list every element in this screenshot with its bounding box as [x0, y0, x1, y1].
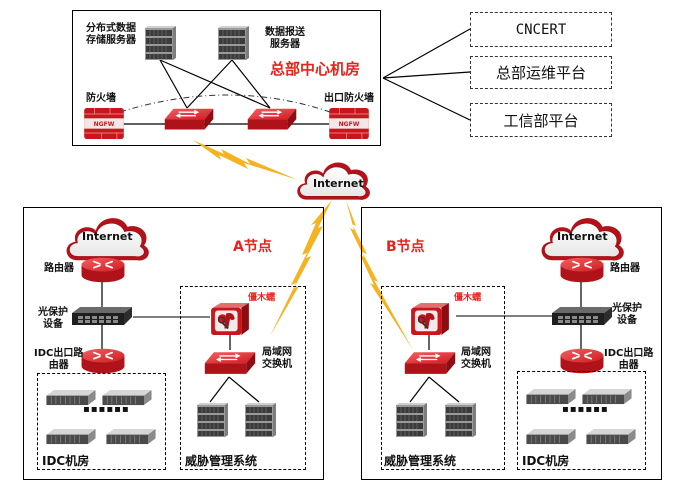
node-a-threat-system-label: 威胁管理系统 [185, 454, 258, 468]
node-a-ellipsis: ▪▪▪▪▪▪ [83, 404, 130, 415]
link-ops-platform [382, 71, 471, 79]
node-b-idc-room [517, 371, 646, 470]
node-b-router-icon [559, 256, 605, 284]
node-b-lan-switch-icon [403, 350, 457, 378]
node-b-ellipsis: ▪▪▪▪▪▪ [562, 404, 609, 415]
node-b-idc-server-icon [524, 428, 578, 445]
node-b-router-label: 路由器 [610, 263, 640, 274]
hq-switch-2-icon [246, 107, 298, 133]
node-a-threat-server-icon [240, 402, 278, 438]
platform-hq-ops[interactable]: 总部运维平台 [470, 56, 612, 89]
node-b-threat-server-icon [440, 402, 478, 438]
link-report-switch1 [186, 59, 233, 109]
node-a-lan-switch-label: 局域网交换机 [262, 347, 292, 370]
node-b-lan-switch-label: 局域网交换机 [461, 347, 491, 370]
node-b-cloud-label: Internet [557, 230, 608, 243]
node-a-router-label: 路由器 [44, 263, 74, 274]
node-b-honeypot-icon [408, 302, 452, 336]
link-a-switch-srv1 [209, 376, 230, 403]
link-firewall-ha [119, 94, 331, 113]
link-storage-switch2 [159, 59, 271, 109]
storage-server-icon [141, 25, 177, 61]
node-a-router-icon [80, 256, 126, 284]
hq-switch-1-icon [163, 107, 215, 133]
node-b-idc-room-label: IDC机房 [522, 454, 570, 468]
node-b-box [361, 207, 662, 480]
node-a-cloud-label: Internet [82, 230, 133, 243]
node-b-threat-system-label: 威胁管理系统 [384, 454, 457, 468]
firewall-icon [84, 108, 124, 139]
platform-miit[interactable]: 工信部平台 [470, 103, 612, 137]
node-b-optical-label: 光保护设备 [612, 303, 642, 326]
node-a-honeypot-icon [208, 302, 252, 336]
link-report-switch2 [231, 59, 271, 109]
node-b-idc-router-label: IDC出口路由器 [604, 348, 654, 371]
link-b-switch-srv2 [428, 376, 460, 403]
node-a-idc-router-icon [80, 347, 126, 375]
node-a-idc-server-icon [44, 428, 98, 445]
internet-label: Internet [313, 177, 364, 190]
node-a-threat-system [180, 286, 306, 470]
hq-title: 总部中心机房 [270, 60, 361, 78]
link-b-switch-srv1 [409, 376, 430, 403]
node-b-honeypot-label: 僵木蠕 [454, 293, 482, 303]
report-server-icon [214, 25, 250, 61]
link-cncert [382, 28, 471, 79]
link-miit-platform [382, 77, 471, 121]
link-storage-switch1 [159, 59, 188, 109]
node-a-idc-room-label: IDC机房 [42, 454, 90, 468]
node-a-idc-room [37, 373, 166, 470]
node-a-box [23, 207, 324, 480]
storage-server-label: 分布式数据存储服务器 [86, 23, 136, 46]
node-a-lan-switch-icon [203, 350, 257, 378]
node-b-idc-server-icon [580, 388, 634, 405]
node-a-idc-router-label: IDC出口路由器 [34, 348, 84, 371]
node-a-honeypot-label: 僵木蠕 [248, 293, 276, 303]
node-a-threat-server-icon [192, 402, 230, 438]
node-b-idc-server-icon [584, 428, 638, 445]
node-a-optical-device-icon [70, 305, 134, 327]
node-b-optical-device-icon [550, 305, 614, 327]
node-a-title: A节点 [233, 239, 272, 255]
node-b-threat-system [381, 286, 505, 470]
node-b-threat-server-icon [391, 402, 429, 438]
node-b-title: B节点 [386, 239, 425, 255]
firewall-label: 防火墙 [86, 93, 116, 104]
report-server-label: 数据报送服务器 [265, 27, 305, 50]
platform-cncert[interactable]: CNCERT [470, 12, 612, 47]
node-b-idc-server-icon [524, 388, 578, 405]
exit-firewall-icon [329, 108, 369, 139]
exit-firewall-label: 出口防火墙 [324, 93, 374, 104]
node-a-optical-label: 光保护设备 [38, 307, 68, 330]
link-a-switch-srv2 [228, 376, 260, 403]
node-a-idc-server-icon [104, 428, 158, 445]
